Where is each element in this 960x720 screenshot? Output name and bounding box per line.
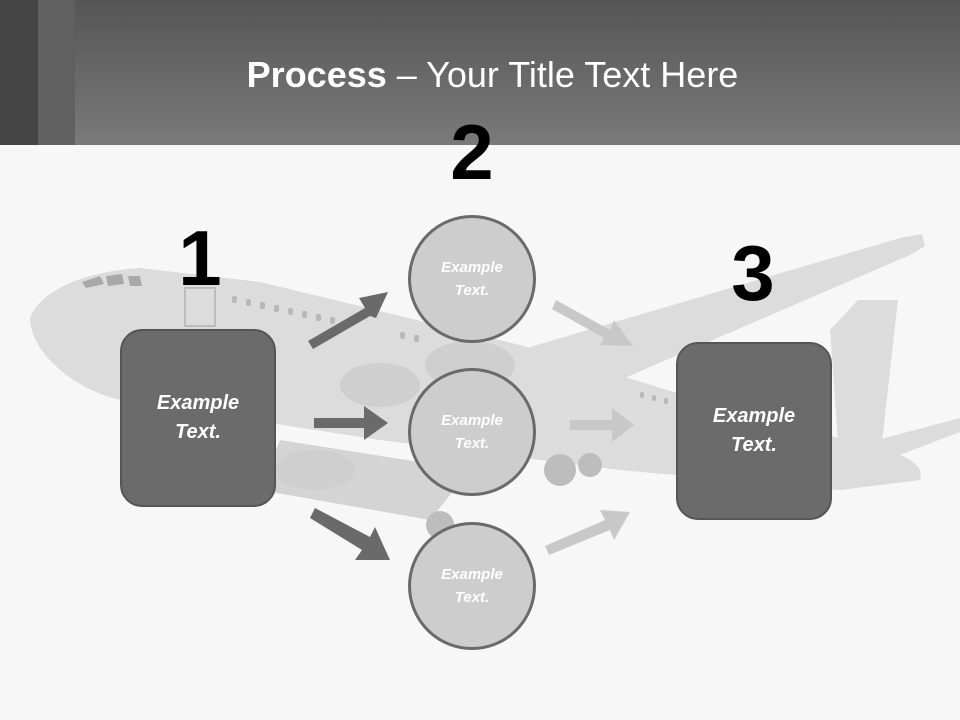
step-2-circle-3: Example Text. <box>408 522 536 650</box>
circle-3-text-line-1: Example <box>441 566 503 583</box>
step-number-2: 2 <box>450 108 494 196</box>
step-2-circle-2: Example Text. <box>408 368 536 496</box>
circle-3-text-line-2: Text. <box>454 589 490 606</box>
step-number-3: 3 <box>731 229 775 317</box>
step-3-text-line-2: Text. <box>731 434 777 456</box>
arrow-to-circle-1 <box>308 292 388 349</box>
step-2-circle-1: Example Text. <box>408 215 536 343</box>
step-3-text: Example Text. <box>713 402 795 460</box>
step-number-1: 1 <box>178 214 222 302</box>
arrows-dark <box>308 292 390 560</box>
step-1-text-line-1: Example <box>156 392 240 414</box>
circle-1-text-line-1: Example <box>441 259 503 276</box>
banner-accent-bar-light <box>38 0 75 145</box>
slide-title: Process – Your Title Text Here <box>0 52 960 98</box>
step-1-text: Example Text. <box>157 389 239 447</box>
arrow-from-circle-3 <box>545 510 630 555</box>
step-1-text-line-2: Text. <box>175 421 221 443</box>
title-bold: Process <box>246 54 387 95</box>
step-3-text-line-1: Example <box>712 405 796 427</box>
arrow-to-circle-2 <box>314 406 388 440</box>
arrow-to-circle-3 <box>310 508 390 560</box>
circle-1-text-line-2: Text. <box>454 282 490 299</box>
title-rest: – Your Title Text Here <box>386 54 739 95</box>
circle-2-text-line-2: Text. <box>454 435 490 452</box>
arrows-light <box>545 300 634 555</box>
banner-accent-bar-dark <box>0 0 38 145</box>
step-1-box: Example Text. <box>120 329 276 507</box>
arrow-from-circle-2 <box>570 408 634 442</box>
step-3-box: Example Text. <box>676 342 832 520</box>
arrow-from-circle-1 <box>552 300 633 346</box>
title-banner: Process – Your Title Text Here <box>0 0 960 145</box>
circle-2-text-line-1: Example <box>441 412 503 429</box>
